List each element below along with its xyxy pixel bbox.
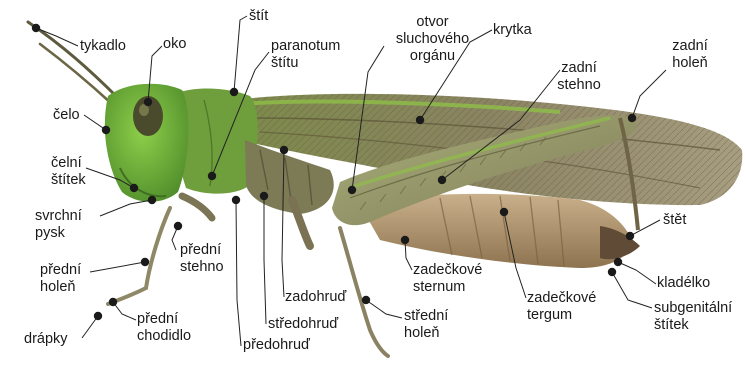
leader-line-stit xyxy=(234,16,247,92)
leader-dot-celni-stitek xyxy=(130,184,138,192)
label-zadni-holen: zadní holeň xyxy=(665,38,715,72)
leader-line-svrchni-pysk xyxy=(100,200,152,216)
label-otvor-sluchoveho-organu: otvor sluchového orgánu xyxy=(385,14,480,65)
leader-dot-zadni-holen xyxy=(628,114,636,122)
label-predni-holen: přední holeň xyxy=(40,262,81,296)
label-krytka: krytka xyxy=(493,22,532,39)
leader-dot-stredni-holen xyxy=(362,296,370,304)
leader-line-predni-chodidlo xyxy=(113,302,136,320)
leader-dot-zadohrud xyxy=(280,146,288,154)
label-predni-stehno: přední stehno xyxy=(180,242,224,276)
label-oko: oko xyxy=(163,36,186,53)
leader-dot-paranotum xyxy=(208,172,216,180)
leader-dot-predni-holen xyxy=(141,258,149,266)
label-zadeckove-tergum: zadečkové tergum xyxy=(527,290,596,324)
leader-dot-krytka xyxy=(416,116,424,124)
label-stit: štít xyxy=(249,8,268,25)
leader-line-zadni-holen xyxy=(632,70,666,118)
leader-dot-stit xyxy=(230,88,238,96)
label-drapky: drápky xyxy=(24,331,68,348)
label-svrchni-pysk: svrchní pysk xyxy=(35,208,82,242)
leader-line-stredni-holen xyxy=(366,300,402,318)
label-predohrud: předohruď xyxy=(243,337,310,354)
label-predni-chodidlo: přední chodidlo xyxy=(137,311,191,345)
leader-line-stredohrud xyxy=(264,196,266,324)
leader-dot-svrchni-pysk xyxy=(148,196,156,204)
leader-dot-drapky xyxy=(94,312,102,320)
leader-dot-predni-chodidlo xyxy=(109,298,117,306)
label-zadni-stehno: zadní stehno xyxy=(551,60,607,94)
leader-dot-stet xyxy=(626,232,634,240)
leader-dot-oko xyxy=(144,98,152,106)
label-kladelko: kladélko xyxy=(657,275,710,292)
leader-line-predohrud xyxy=(236,200,241,346)
label-stredohrud: středohruď xyxy=(268,316,338,333)
leader-dot-predni-stehno xyxy=(174,222,182,230)
label-stet: štět xyxy=(663,212,686,229)
leader-dot-zadeckove-sternum xyxy=(401,236,409,244)
leader-dot-subgenitalni-stitek xyxy=(608,268,616,276)
leader-line-predni-holen xyxy=(90,262,145,272)
leader-line-kladelko xyxy=(618,262,656,284)
label-stredni-holen: střední holeň xyxy=(404,308,448,342)
label-subgenitalni-stitek: subgenitální štítek xyxy=(654,300,732,334)
label-celni-stitek: čelní štítek xyxy=(51,155,86,189)
leader-dot-otvor xyxy=(348,186,356,194)
label-tykadlo: tykadlo xyxy=(80,38,126,55)
leader-dot-predohrud xyxy=(232,196,240,204)
label-paranotum-stitu: paranotum štítu xyxy=(271,38,340,72)
leader-line-stet xyxy=(630,220,660,236)
leader-dot-zadeckove-tergum xyxy=(500,208,508,216)
leader-dot-celo xyxy=(102,126,110,134)
label-zadeckove-sternum: zadečkové sternum xyxy=(413,262,482,296)
leader-dot-tykadlo xyxy=(32,24,40,32)
leader-dot-zadni-stehno xyxy=(438,176,446,184)
leader-dot-kladelko xyxy=(614,258,622,266)
leader-dot-stredohrud xyxy=(260,192,268,200)
label-celo: čelo xyxy=(53,107,80,124)
antennae xyxy=(28,22,118,104)
label-zadohrud: zadohruď xyxy=(285,289,346,306)
